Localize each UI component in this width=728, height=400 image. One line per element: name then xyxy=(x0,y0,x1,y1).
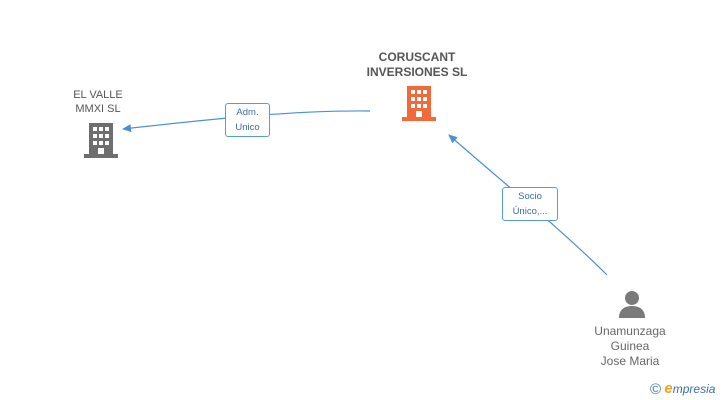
building-icon[interactable] xyxy=(402,85,436,121)
node-label-coruscant[interactable]: CORUSCANT INVERSIONES SL xyxy=(337,50,497,80)
node-label-line: Guinea xyxy=(610,339,650,353)
building-icon[interactable] xyxy=(84,122,118,158)
edge-label-line: Único,... xyxy=(512,206,548,217)
brand-e-letter: e xyxy=(664,380,673,397)
node-label-el-valle[interactable]: EL VALLE MMXI SL xyxy=(48,88,148,116)
node-label-line: Jose Maria xyxy=(600,354,660,368)
node-label-line: EL VALLE xyxy=(73,89,123,101)
edge-label-socio-unico[interactable]: Socio Único,... xyxy=(502,187,558,221)
copyright-icon: © xyxy=(650,381,662,398)
node-label-line: Unamunzaga xyxy=(594,324,666,338)
empresia-logo[interactable]: © empresia xyxy=(650,380,715,398)
edge-label-line: Socio xyxy=(518,191,542,202)
edge-label-line: Unico xyxy=(235,122,260,133)
brand-name: mpresia xyxy=(672,382,716,396)
edge-label-adm-unico[interactable]: Adm. Unico xyxy=(225,103,270,137)
edge-label-line: Adm. xyxy=(236,107,259,118)
node-label-person[interactable]: Unamunzaga Guinea Jose Maria xyxy=(570,324,690,369)
node-label-line: CORUSCANT xyxy=(378,50,456,64)
person-icon[interactable] xyxy=(617,289,647,319)
node-label-line: INVERSIONES SL xyxy=(366,65,468,79)
node-label-line: MMXI SL xyxy=(75,103,121,115)
